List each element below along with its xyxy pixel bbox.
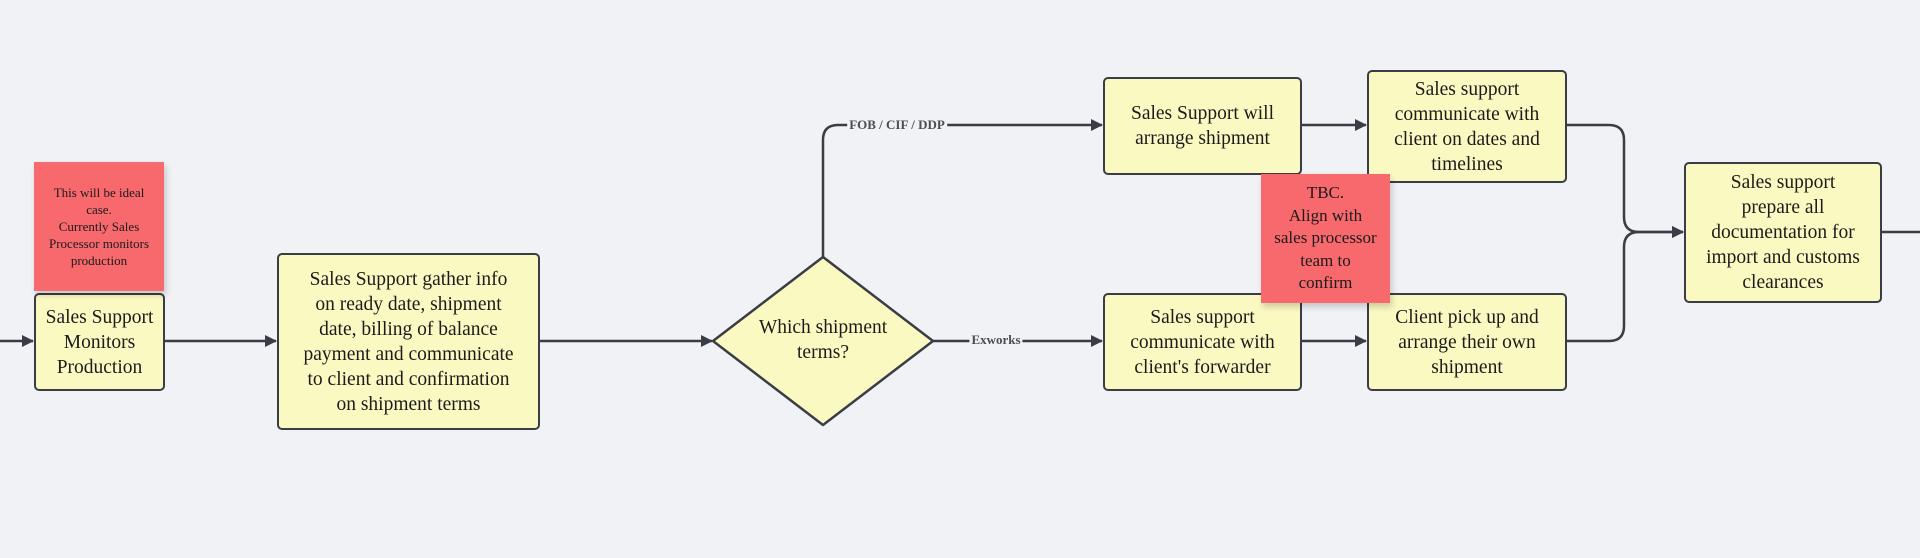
node-arrange-shipment[interactable]: Sales Support will arrange shipment xyxy=(1103,77,1302,175)
edge-decision-to-arrange xyxy=(821,119,1103,257)
decision-diamond[interactable] xyxy=(711,255,935,427)
node-monitors-production[interactable]: Sales Support Monitors Production xyxy=(34,293,165,391)
node-gather-info[interactable]: Sales Support gather info on ready date,… xyxy=(277,253,540,430)
node-communicate-dates[interactable]: Sales support communicate with client on… xyxy=(1367,70,1567,183)
edge-label-fob: FOB / CIF / DDP xyxy=(847,117,947,133)
sticky-note-tbc[interactable]: TBC. Align with sales processor team to … xyxy=(1261,174,1390,303)
node-communicate-forwarder[interactable]: Sales support communicate with client's … xyxy=(1103,293,1302,391)
edge-pickup-to-docs xyxy=(1567,226,1684,343)
edge-label-exworks: Exworks xyxy=(969,332,1023,348)
node-prepare-docs[interactable]: Sales support prepare all documentation … xyxy=(1684,162,1882,303)
decision-label: Which shipment terms? xyxy=(758,317,888,363)
node-client-pickup[interactable]: Client pick up and arrange their own shi… xyxy=(1367,293,1567,391)
sticky-note-ideal-case[interactable]: This will be ideal case. Currently Sales… xyxy=(34,162,164,291)
edge-dates-to-docs xyxy=(1567,123,1684,238)
